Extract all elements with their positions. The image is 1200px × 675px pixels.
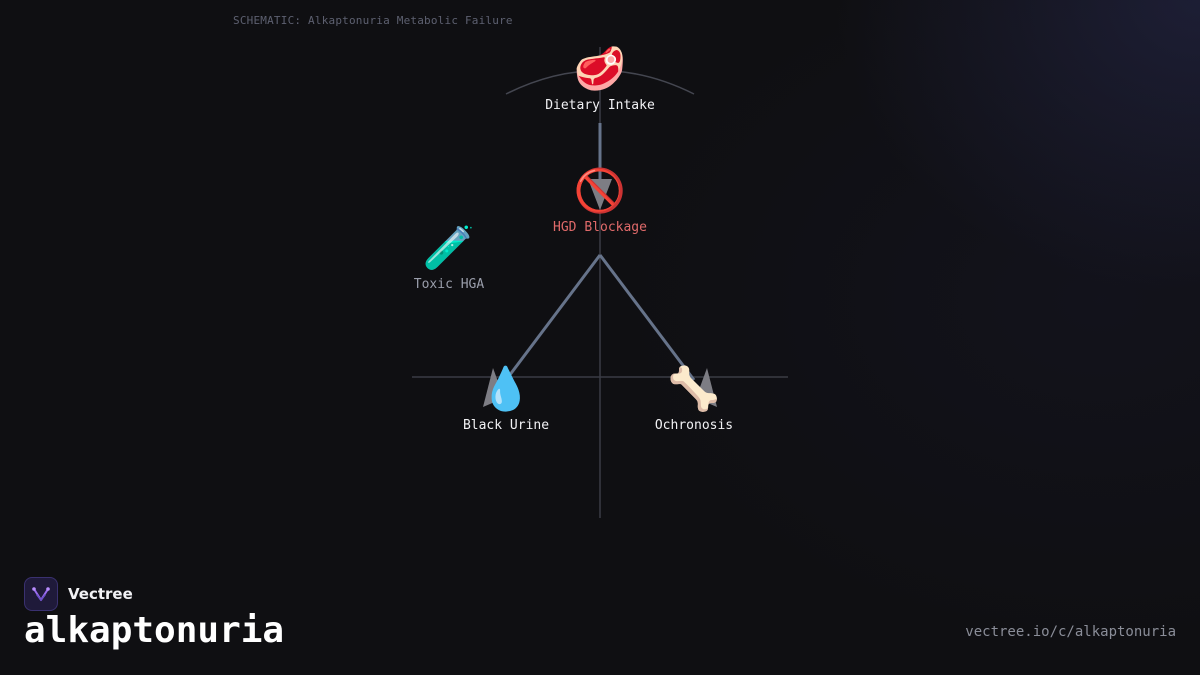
droplet-icon: 💧 [479,364,533,413]
blockage-arrowhead [588,179,612,210]
brand[interactable]: Vectree [24,577,133,611]
vectree-logo-icon [24,577,58,611]
blockage-to-ochronosis-connector [598,254,696,381]
blockage-to-urine-connector [504,254,602,381]
toxic-hga-label: Toxic HGA [413,277,485,292]
schematic-title: SCHEMATIC: Alkaptonuria Metabolic Failur… [233,14,513,27]
node-toxic-hga: 🧪 Toxic HGA [394,223,504,293]
test-tube-icon: 🧪 [422,223,476,272]
top-arc [505,69,695,95]
page-url-link[interactable]: vectree.io/c/alkaptonuria [965,624,1176,640]
page-title: alkaptonuria [24,610,285,651]
node-ochronosis: 🦴 Ochronosis [634,364,754,434]
node-black-urine: 💧 Black Urine [446,364,566,434]
urine-arrowhead [483,368,504,407]
hgd-blockage-label: HGD Blockage [553,220,647,235]
steak-icon: 🥩 [573,44,627,93]
brand-name: Vectree [68,585,133,603]
dietary-intake-label: Dietary Intake [545,98,655,113]
node-hgd-blockage: 🚫 HGD Blockage [530,166,670,236]
black-urine-label: Black Urine [462,418,550,433]
bone-icon: 🦴 [667,364,721,413]
ochronosis-label: Ochronosis [654,418,734,433]
prohibited-icon: 🚫 [573,166,627,215]
node-dietary-intake: 🥩 Dietary Intake [530,44,670,114]
ochronosis-arrowhead [696,368,717,407]
